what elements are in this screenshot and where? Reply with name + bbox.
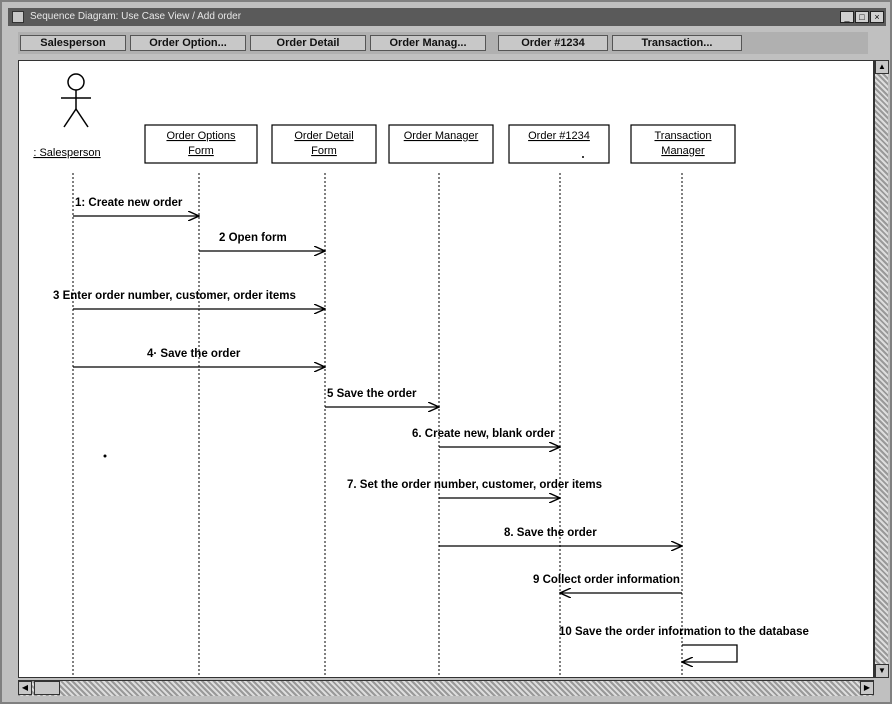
tab-order-options[interactable]: Order Option... — [130, 35, 246, 51]
message-label-5: 5 Save the order — [327, 388, 417, 400]
message-label-2: 2 Open form — [219, 232, 287, 244]
stray-dot — [582, 156, 584, 158]
object-label-line1: Order Options — [166, 130, 236, 142]
object-header-strip: Salesperson Order Option... Order Detail… — [18, 32, 868, 54]
stray-dot — [103, 454, 107, 458]
object-label-line2: Manager — [661, 145, 705, 157]
tab-order-manager[interactable]: Order Manag... — [370, 35, 486, 51]
message-label-6: 6. Create new, blank order — [412, 428, 555, 440]
scroll-up-icon[interactable]: ▲ — [875, 60, 889, 74]
title-bar[interactable]: Sequence Diagram: Use Case View / Add or… — [8, 8, 886, 26]
object-label-line2: Form — [188, 145, 214, 157]
message-label-1: 1: Create new order — [75, 197, 183, 209]
message-label-4: 4· Save the order — [147, 348, 241, 360]
scroll-down-icon[interactable]: ▼ — [875, 664, 889, 678]
close-icon[interactable]: × — [870, 11, 884, 23]
object-order-options-form[interactable]: Order Options Form — [144, 124, 258, 164]
object-label-line1: Order Manager — [404, 130, 479, 142]
object-label-line1: Transaction — [654, 130, 711, 142]
object-order-1234[interactable]: Order #1234 — [508, 124, 610, 164]
tab-transaction-manager[interactable]: Transaction... — [612, 35, 742, 51]
scroll-left-icon[interactable]: ◀ — [18, 681, 32, 695]
actor-label: : Salesperson — [33, 147, 100, 159]
tab-salesperson[interactable]: Salesperson — [20, 35, 126, 51]
sequence-diagram: : Salesperson Order Options Form Order D… — [33, 73, 809, 677]
actor-icon[interactable] — [61, 73, 91, 128]
message-arrows — [73, 216, 738, 662]
message-label-8: 8. Save the order — [504, 527, 597, 539]
object-order-manager[interactable]: Order Manager — [388, 124, 494, 164]
message-arrow-10-self[interactable] — [682, 644, 738, 662]
scroll-right-icon[interactable]: ▶ — [860, 681, 874, 695]
message-label-10: 10 Save the order information to the dat… — [559, 626, 809, 638]
message-labels: 1: Create new order 2 Open form 3 Enter … — [53, 197, 809, 638]
lifelines — [72, 173, 683, 677]
tab-order-1234[interactable]: Order #1234 — [498, 35, 608, 51]
object-transaction-manager[interactable]: Transaction Manager — [630, 124, 736, 164]
object-label-line1: Order #1234 — [528, 130, 590, 142]
message-label-3: 3 Enter order number, customer, order it… — [53, 290, 296, 302]
object-label-line1: Order Detail — [294, 130, 353, 142]
scroll-thumb[interactable] — [34, 681, 60, 695]
tab-order-detail[interactable]: Order Detail — [250, 35, 366, 51]
window-title: Sequence Diagram: Use Case View / Add or… — [30, 11, 242, 22]
message-label-9: 9 Collect order information — [533, 574, 680, 586]
vertical-scrollbar[interactable]: ▲ ▼ — [874, 60, 889, 678]
horizontal-scrollbar[interactable]: ◀ ▶ — [18, 680, 874, 696]
object-order-detail-form[interactable]: Order Detail Form — [271, 124, 377, 164]
maximize-icon[interactable]: □ — [855, 11, 869, 23]
message-label-7: 7. Set the order number, customer, order… — [347, 479, 602, 491]
diagram-canvas[interactable]: : Salesperson Order Options Form Order D… — [18, 60, 874, 678]
window-menu-icon[interactable] — [12, 11, 24, 23]
object-label-line2: Form — [311, 145, 337, 157]
minimize-icon[interactable]: _ — [840, 11, 854, 23]
